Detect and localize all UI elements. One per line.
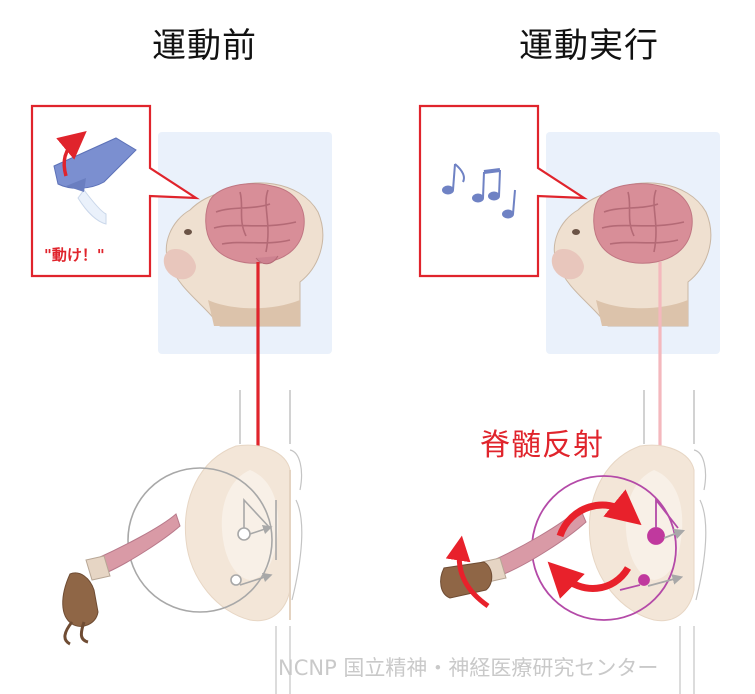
brain-right	[593, 183, 693, 264]
reflex-loop-arrows	[547, 489, 642, 599]
arm-movement-arrow	[445, 535, 490, 609]
arm-raise-icon	[53, 131, 137, 225]
spinal-reflex-label: 脊髄反射	[480, 428, 604, 463]
neural-circuit-left	[127, 467, 277, 613]
title-during: 運動実行	[519, 26, 659, 66]
brain-left	[205, 183, 305, 265]
footer-credit: NCNP 国立精神・神経医療研究センター	[278, 656, 659, 680]
panel-during	[418, 104, 720, 694]
spinal-cord-right	[588, 390, 707, 694]
monkey-arm-left	[62, 513, 181, 646]
title-before: 運動前	[152, 26, 257, 66]
speech-bubble-right	[418, 104, 588, 278]
spinal-cord-left	[184, 390, 303, 694]
panel-before	[30, 104, 332, 694]
move-command-text: "動け！"	[44, 246, 105, 264]
music-notes-icon	[442, 163, 516, 219]
